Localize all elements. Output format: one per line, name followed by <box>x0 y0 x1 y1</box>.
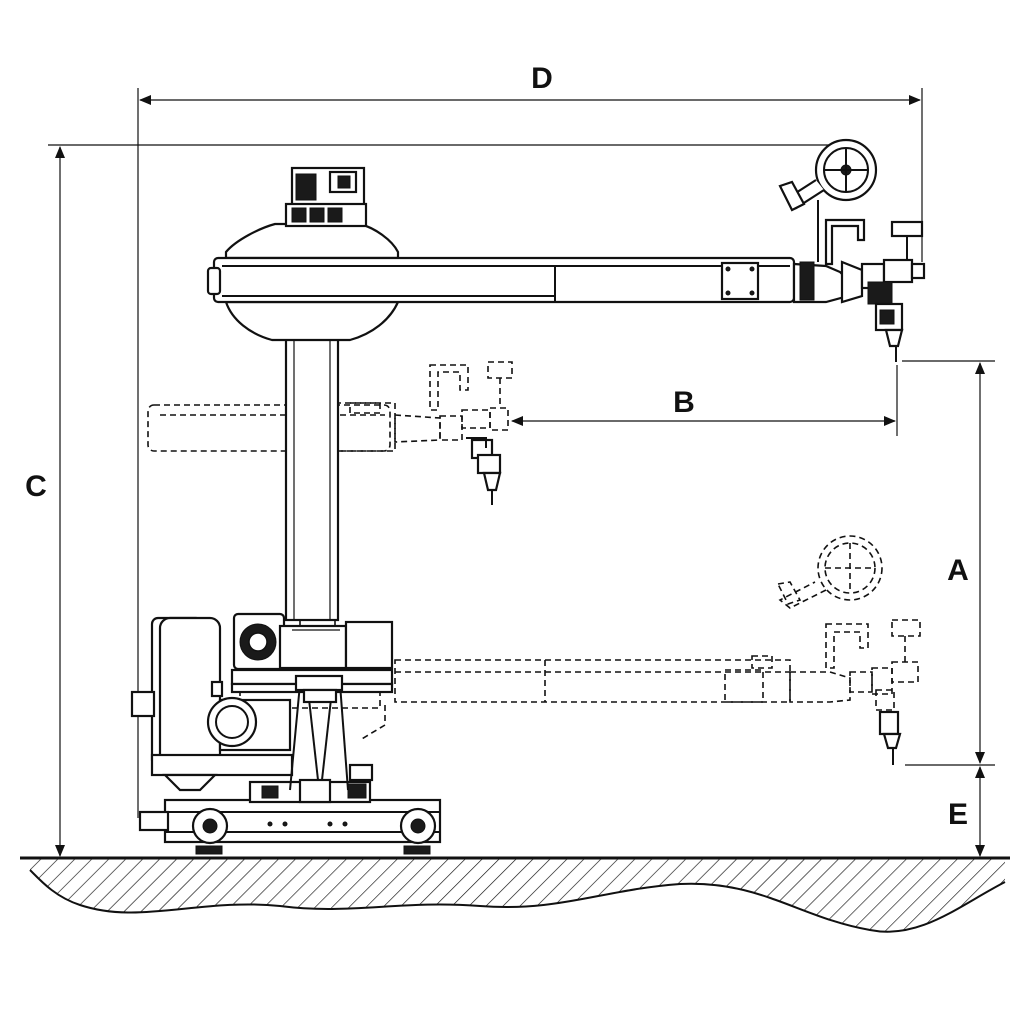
boom-arm <box>206 256 796 304</box>
dimension-label-d: D <box>531 62 553 95</box>
lift-drive-unit <box>232 612 394 671</box>
vertical-column <box>284 328 340 622</box>
dimension-label-e: E <box>948 798 968 831</box>
dimension-c: C <box>25 144 830 857</box>
boom-lowered-position <box>239 340 921 765</box>
dimension-e: E <box>948 766 985 857</box>
dimension-a: A <box>902 360 995 766</box>
dimension-label-c: C <box>25 470 47 503</box>
dimension-label-b: B <box>673 386 695 419</box>
welding-head-upper <box>778 138 926 362</box>
ground <box>20 856 1010 933</box>
column-base-frame <box>289 674 349 791</box>
base-housing <box>130 616 394 792</box>
travel-carriage <box>138 763 442 855</box>
boom-carriage <box>224 222 400 342</box>
dimension-b: B <box>511 365 898 436</box>
dimension-label-a: A <box>947 554 969 587</box>
boom-motor-unit <box>284 166 368 228</box>
